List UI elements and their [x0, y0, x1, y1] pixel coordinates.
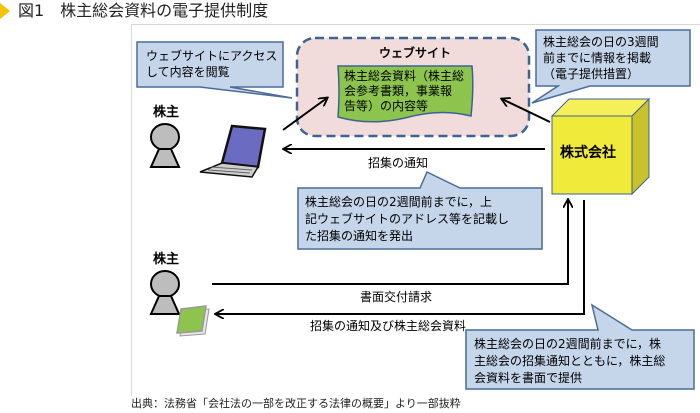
figure-source: 出典：法務省「会社法の一部を改正する法律の概要」より一部抜粋 — [131, 397, 461, 410]
shareholder-top-label: 株主 — [153, 105, 180, 120]
callout-paper-text: 株主総会の日の2週間前までに，株 主総会の招集通知とともに，株主総 会資料を書面… — [474, 336, 665, 387]
callout-paper-line: 会資料を書面で提供 — [474, 371, 583, 385]
callout-post-shape — [531, 29, 691, 104]
document-stack-icon — [176, 305, 210, 337]
arrow-company-to-website — [502, 99, 551, 123]
arrow-label-paper-request: 書面交付請求 — [360, 290, 433, 304]
title-marker-icon — [0, 3, 10, 19]
callout-paper-line: 株主総会の日の2週間前までに，株 — [474, 337, 662, 351]
website-title: ウェブサイト — [379, 46, 452, 60]
callout-notice-line: た招集の通知を発出 — [305, 229, 414, 243]
shareholder-bottom-label: 株主 — [153, 252, 180, 267]
callout-notice-text: 株主総会の日の2週間前までに，上 記ウェブサイトのアドレス等を記載し た招集の通… — [305, 194, 509, 245]
company-cube-icon — [550, 97, 651, 196]
diagram-frame — [131, 24, 700, 396]
callout-access-line: ウェブサイトにアクセス — [146, 49, 278, 63]
callout-post-line: （電子提供措置） — [543, 67, 640, 81]
arrow-laptop-to-website — [282, 98, 327, 131]
website-content-line: 会参考書類，事業報 — [344, 84, 453, 98]
callout-paper-line: 主総会の招集通知とともに，株主総 — [474, 354, 666, 368]
callout-access-shape — [136, 41, 293, 99]
callout-notice-shape — [297, 170, 543, 250]
callout-paper-shape — [465, 303, 695, 390]
website-content-text: 株主総会資料（株主総 会参考書類，事業報 告等）の内容等 — [344, 69, 464, 114]
callout-notice-line: 株主総会の日の2週間前までに，上 — [305, 195, 493, 209]
company-label: 株式会社 — [560, 145, 616, 161]
callout-post-line: 株主総会の日の3週間 — [543, 35, 659, 49]
callout-access-text: ウェブサイトにアクセス して内容を閲覧 — [146, 48, 277, 80]
callout-post-line: 前までに情報を掲載 — [543, 51, 652, 65]
arrow-convocation-with-materials — [216, 200, 585, 314]
callout-notice-line: 記ウェブサイトのアドレス等を記載し — [305, 212, 510, 226]
laptop-icon — [199, 124, 267, 178]
arrow-label-convocation: 招集の通知 — [368, 156, 429, 170]
arrow-label-convocation-materials: 招集の通知及び株主総会資料 — [310, 319, 467, 333]
callout-post-text: 株主総会の日の3週間 前までに情報を掲載 （電子提供措置） — [543, 34, 659, 82]
arrow-paper-request — [212, 200, 568, 285]
person-icon-top — [149, 123, 181, 168]
website-document-shape — [337, 65, 474, 123]
person-icon-bottom — [149, 270, 181, 315]
website-content-line: 株主総会資料（株主総 — [344, 69, 465, 83]
website-content-line: 告等）の内容等 — [344, 99, 429, 113]
callout-access-line: して内容を閲覧 — [146, 65, 230, 79]
figure-title: 図1 株主総会資料の電子提供制度 — [18, 1, 269, 20]
figure-title-row: 図1 株主総会資料の電子提供制度 — [0, 0, 700, 24]
